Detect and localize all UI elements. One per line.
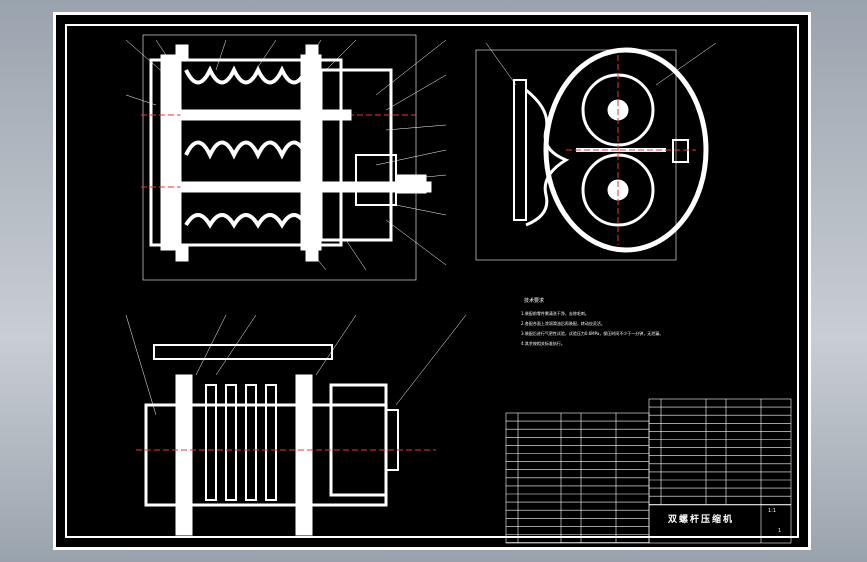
tech-requirement-line: 3.装配后进行气密性试验，试验压力0.6MPa，保压时间不少于一分钟，无泄漏。 bbox=[521, 331, 664, 336]
end-view bbox=[475, 42, 717, 261]
drawing-border bbox=[65, 24, 799, 538]
top-view bbox=[125, 314, 467, 536]
tech-requirements-heading: 技术要求 bbox=[524, 298, 545, 304]
section-view-main bbox=[125, 34, 447, 281]
tech-requirement-line: 2.各配合面上涂润滑油后再装配，转动应灵活。 bbox=[521, 321, 605, 326]
parts-list bbox=[505, 398, 792, 544]
tech-requirement-line: 4.其余按相关标准执行。 bbox=[521, 341, 565, 346]
sheet-number: 1 bbox=[778, 528, 782, 534]
drawing-title: 双螺杆压缩机 bbox=[668, 515, 735, 525]
tech-requirement-line: 1.装配前零件需清洗干净，去除毛刺。 bbox=[521, 311, 589, 316]
scale-value: 1:1 bbox=[768, 508, 777, 514]
drawing-sheet: 技术要求 1.装配前零件需清洗干净，去除毛刺。 2.各配合面上涂润滑油后再装配，… bbox=[53, 12, 811, 550]
cad-drawing bbox=[125, 34, 792, 544]
